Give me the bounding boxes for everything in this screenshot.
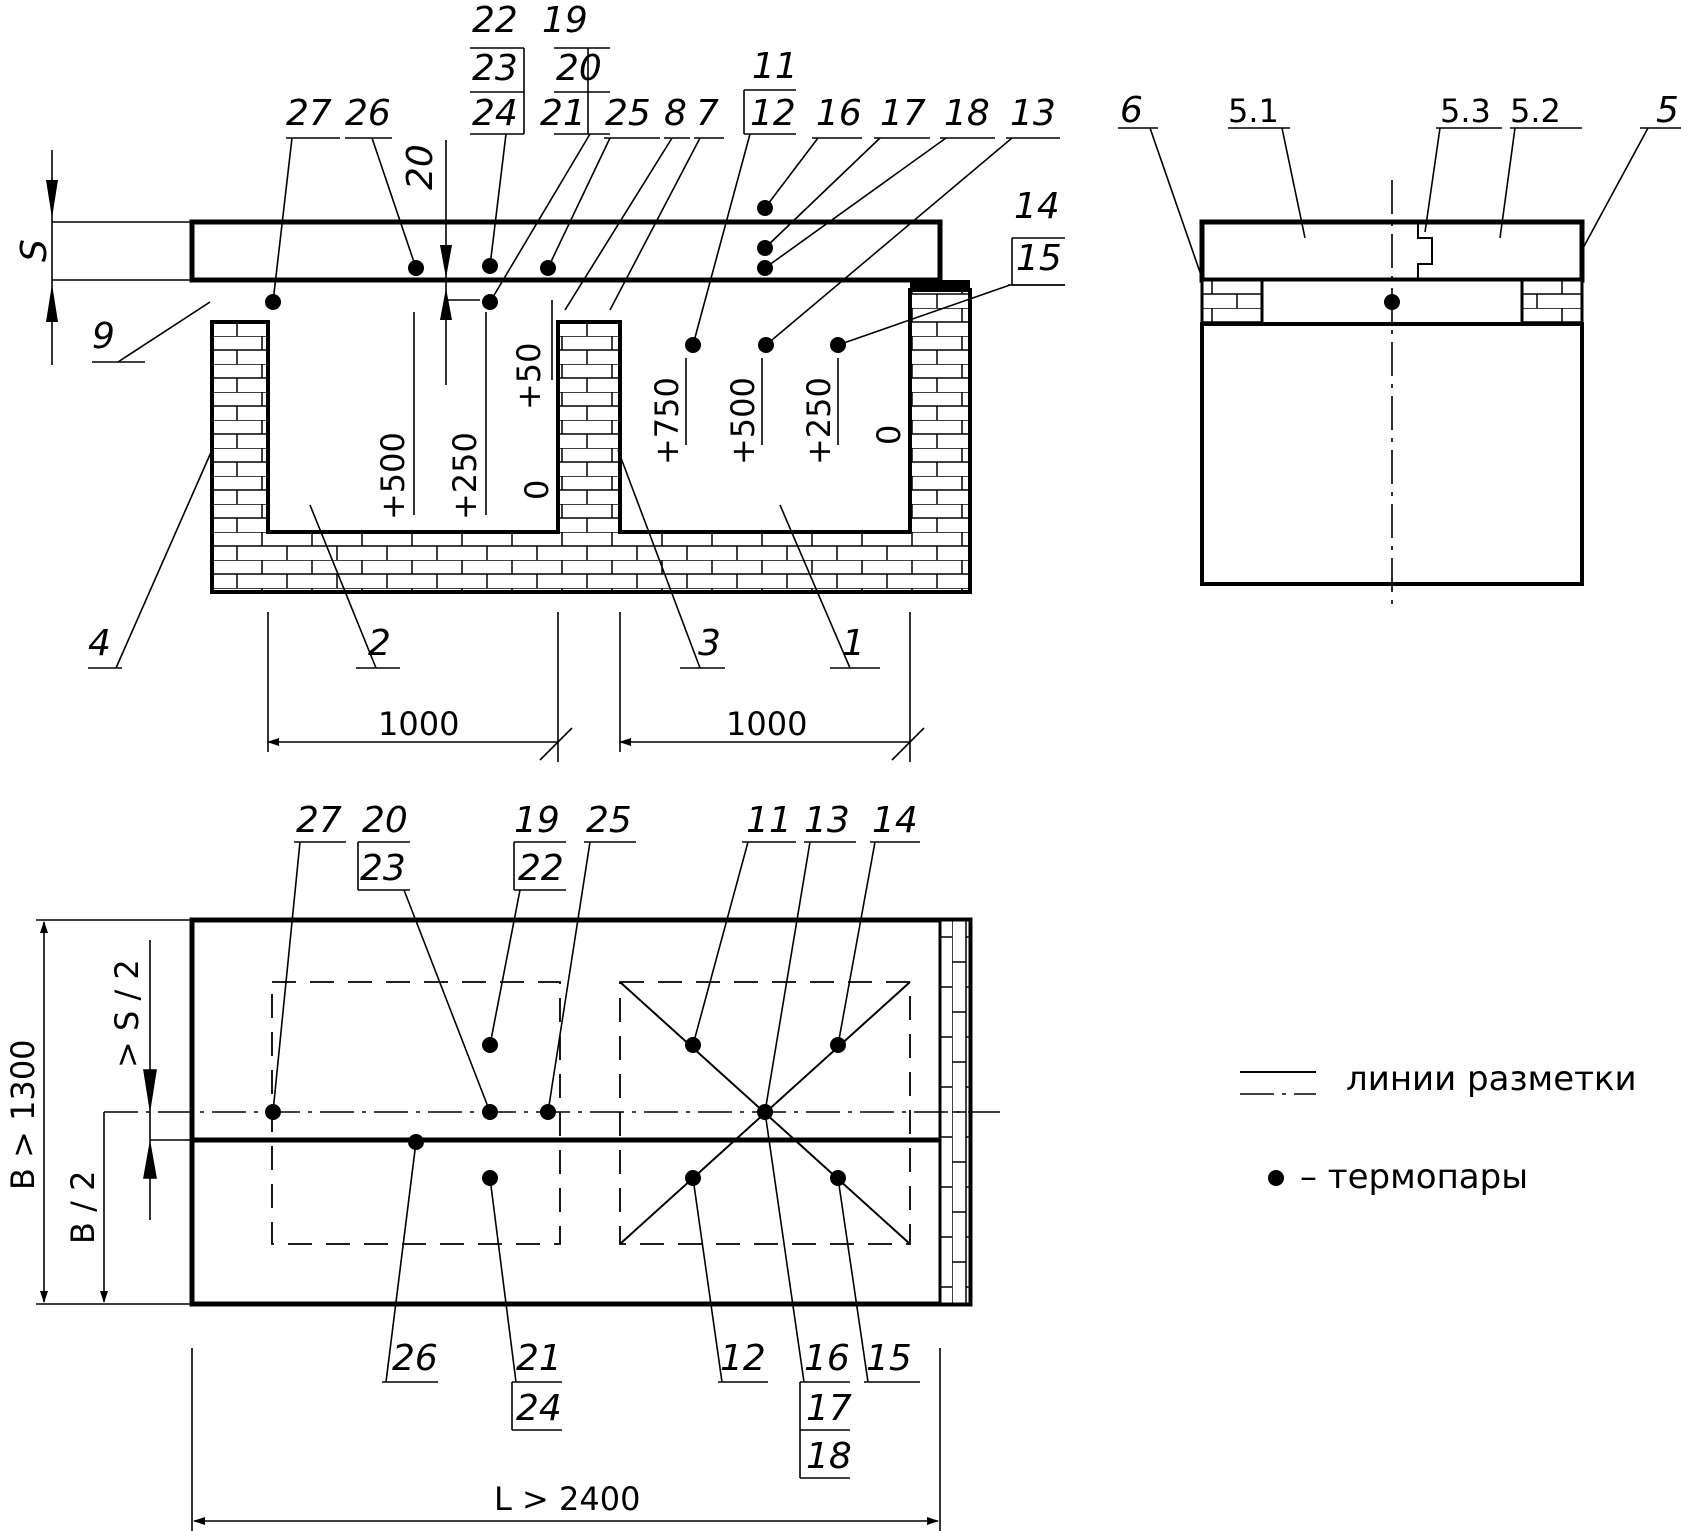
label-23: 23 [472,48,518,89]
furnace-brickwork [210,288,972,594]
height-left-250: +250 [446,432,484,520]
label-3: 3 [698,623,721,664]
label-5-1: 5.1 [1228,92,1279,130]
label-14: 14 [1014,186,1060,227]
label-26: 26 [345,93,391,134]
plan-label-22: 22 [518,848,564,889]
plan-label-14: 14 [872,800,918,841]
label-24: 24 [472,93,518,134]
dim-b-half: B / 2 [64,1171,102,1244]
legend-thermocouple-dot [1268,1170,1284,1186]
plan-label-11: 11 [746,800,792,841]
label-5: 5 [1656,90,1679,131]
plan-label-26: 26 [392,1338,438,1379]
height-left-0: 0 [518,480,556,500]
plan-label-25: 25 [586,800,632,841]
legend-lines-label: линии разметки [1346,1059,1637,1099]
label-25: 25 [605,93,651,134]
label-12: 12 [750,93,796,134]
front-section-view: S 20 +500 +250 0 +50 +750 +500 +250 0 [14,0,1065,762]
label-7: 7 [696,93,719,134]
label-5-3: 5.3 [1440,92,1491,130]
height-right-0: 0 [870,425,908,445]
slab-support-block [910,280,970,292]
height-right-750: +750 [648,377,686,465]
label-13: 13 [1010,93,1056,134]
plan-label-13: 13 [804,800,850,841]
label-4: 4 [88,623,111,664]
plan-label-21: 21 [516,1338,562,1379]
height-left-500: +500 [374,432,412,520]
label-6: 6 [1120,90,1143,131]
height-20-label: 20 [400,144,441,190]
label-21: 21 [540,93,586,134]
label-27: 27 [286,93,332,134]
label-18: 18 [944,93,990,134]
plan-label-24: 24 [516,1388,562,1429]
label-11: 11 [752,46,798,87]
dim-1000-left: 1000 [378,705,459,743]
legend-thermocouple-label: – термопары [1300,1157,1528,1197]
dim-1000-right: 1000 [726,705,807,743]
label-19: 19 [542,0,588,41]
label-20: 20 [556,48,602,89]
label-22: 22 [472,0,518,41]
plan-label-23: 23 [360,848,406,889]
label-9: 9 [92,316,115,357]
plan-view: 27 20 23 19 22 25 11 13 14 26 21 24 12 1… [4,800,1000,1531]
legend: линии разметки – термопары [1240,1059,1637,1197]
plan-label-27: 27 [296,800,342,841]
plan-label-18: 18 [806,1436,852,1477]
dim-s-label: S [14,239,55,262]
plan-label-20: 20 [362,800,408,841]
height-right-250: +250 [800,377,838,465]
dim-b: B > 1300 [4,1039,42,1190]
height-right-500: +500 [724,377,762,465]
label-15: 15 [1016,238,1062,279]
height-mid-50: +50 [510,342,548,410]
label-16: 16 [816,93,862,134]
label-5-2: 5.2 [1510,92,1561,130]
plan-label-17: 17 [806,1388,852,1429]
thermocouple-side [1384,294,1400,310]
plan-label-19: 19 [514,800,560,841]
label-8: 8 [664,93,687,134]
dim-l: L > 2400 [494,1480,640,1518]
dim-s-half: > S / 2 [108,959,146,1068]
label-17: 17 [880,93,926,134]
label-1: 1 [842,623,865,664]
plan-label-16: 16 [804,1338,850,1379]
side-view: 6 5.1 5.3 5.2 5 [1118,90,1681,610]
label-2: 2 [368,623,391,664]
plan-label-12: 12 [720,1338,766,1379]
plan-label-15: 15 [866,1338,912,1379]
